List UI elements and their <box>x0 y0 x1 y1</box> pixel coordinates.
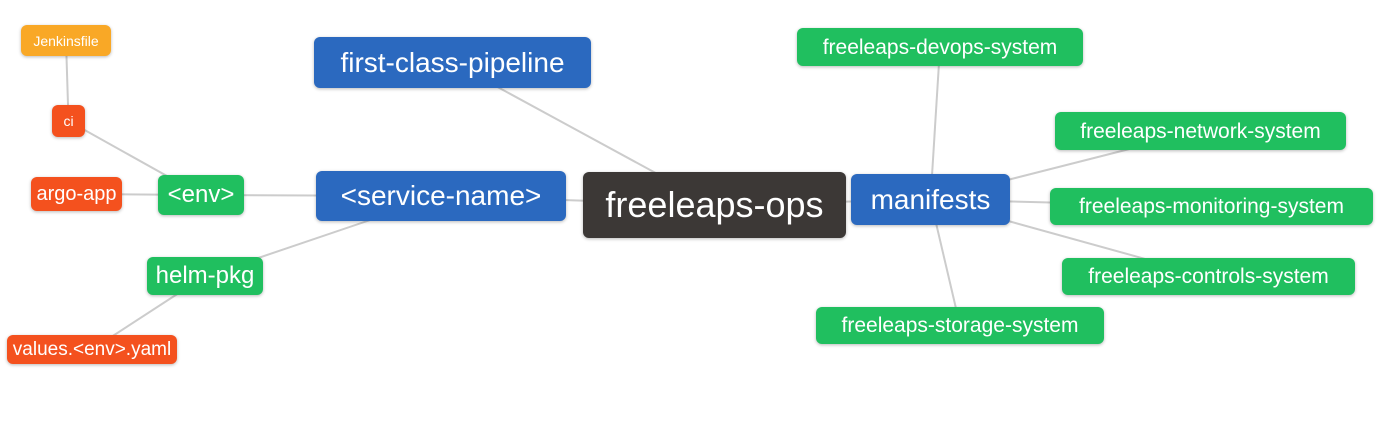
node-manifests[interactable]: manifests <box>851 174 1010 225</box>
node-values-env-yaml[interactable]: values.<env>.yaml <box>7 335 177 364</box>
node-jenkinsfile[interactable]: Jenkinsfile <box>21 25 111 56</box>
node-first-class-pipeline[interactable]: first-class-pipeline <box>314 37 591 88</box>
node-argo-app[interactable]: argo-app <box>31 177 122 211</box>
node-helm-pkg[interactable]: helm-pkg <box>147 257 263 295</box>
node-monitoring-system[interactable]: freeleaps-monitoring-system <box>1050 188 1373 225</box>
node-network-system[interactable]: freeleaps-network-system <box>1055 112 1346 150</box>
node-ci[interactable]: ci <box>52 105 85 137</box>
node-env[interactable]: <env> <box>158 175 244 215</box>
node-storage-system[interactable]: freeleaps-storage-system <box>816 307 1104 344</box>
node-controls-system[interactable]: freeleaps-controls-system <box>1062 258 1355 295</box>
node-service-name[interactable]: <service-name> <box>316 171 566 221</box>
node-devops-system[interactable]: freeleaps-devops-system <box>797 28 1083 66</box>
node-freeleaps-ops[interactable]: freeleaps-ops <box>583 172 846 238</box>
